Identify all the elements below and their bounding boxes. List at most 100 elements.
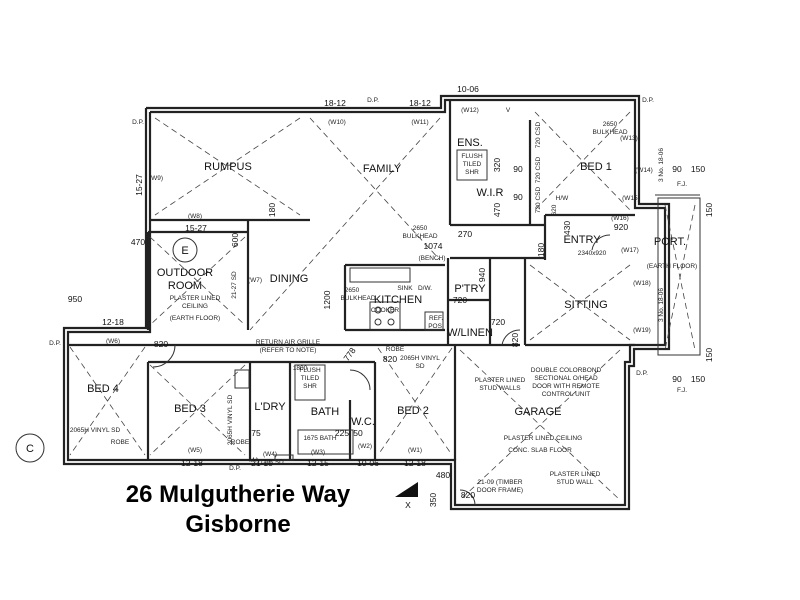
note-vinyl-bed2-2: SD <box>415 363 424 370</box>
dim-1800: 1800 <box>293 365 308 372</box>
note-outdoor-ceiling-1: PLASTER LINED <box>170 295 221 302</box>
note-garage-door-4: CONTROL UNIT <box>542 391 591 398</box>
window-w12: (W12) <box>461 107 479 114</box>
dim-600: 600 <box>230 233 240 247</box>
room-dining: DINING <box>270 273 309 285</box>
note-bath-size: 1675 BATH <box>303 435 336 442</box>
note-bulkhead-bed1-2: BULKHEAD <box>592 129 627 136</box>
dim-720-csd-b: 720 CSD <box>535 157 542 184</box>
dim-150-b: 150 <box>691 374 705 384</box>
dim-90-b: 90 <box>513 192 523 202</box>
marker-dp-5: D.P. <box>229 465 241 472</box>
window-w2: (W2) <box>358 443 372 450</box>
note-shower-1: FLUSH <box>299 367 321 374</box>
room-port: PORT. <box>654 236 686 248</box>
dim-720-csd-a: 720 CSD <box>535 122 542 149</box>
window-w18: (W18) <box>633 280 651 287</box>
room-labels: RUMPUS FAMILY ENS. W.I.R BED 1 OUTDOOR R… <box>87 137 686 428</box>
window-w9: (W9) <box>149 175 163 182</box>
dim-150-c: 150 <box>704 203 714 217</box>
marker-ma: MA <box>249 457 259 464</box>
dim-820-b: 820 <box>383 354 397 364</box>
room-rumpus: RUMPUS <box>204 161 252 173</box>
marker-north-x: X <box>405 500 411 510</box>
note-sink: SINK <box>397 285 413 292</box>
marker-dp-3: D.P. <box>642 97 654 104</box>
dim-90-a: 90 <box>513 164 523 174</box>
window-w11: (W11) <box>411 119 428 126</box>
dim-720-b: 720 <box>491 317 505 327</box>
dim-1200: 1200 <box>322 290 332 309</box>
marker-dp-4: D.P. <box>49 340 61 347</box>
marker-dp-1: D.P. <box>132 119 144 126</box>
dim-3no-18-06-b: 3 No. 18-06 <box>658 288 665 322</box>
note-garage-stud-2: STUD WALL <box>557 479 594 486</box>
room-bed2: BED 2 <box>397 405 429 417</box>
note-robe-2: ROBE <box>111 439 130 446</box>
note-garage-door-2: SECTIONAL O/HEAD <box>534 375 598 382</box>
fixtures <box>15 149 611 506</box>
note-ens-shower-2: TILED <box>463 161 482 168</box>
room-garage: GARAGE <box>514 406 561 418</box>
note-bulkhead-kitchen-2: BULKHEAD <box>402 233 437 240</box>
address-block: 26 Mulgutherie Way Gisborne <box>88 480 388 540</box>
plan-notes: PLASTER LINED CEILING (EARTH FLOOR) (EAR… <box>70 121 697 494</box>
window-w4: (W4) <box>263 451 277 458</box>
window-tags: (W8) (W9) (W10) (W11) (W12) (W13) (W14) … <box>106 107 653 458</box>
dim-180-b: 180 <box>536 243 546 257</box>
dim-12-18-c: 12-18 <box>404 458 426 468</box>
note-garage-walls-1: PLASTER LINED <box>475 377 526 384</box>
dim-18-12-a: 18-12 <box>324 98 346 108</box>
room-outdoor-1: OUTDOOR <box>157 267 213 279</box>
window-w7: (W7) <box>248 277 262 284</box>
marker-fj-2: F.J. <box>677 387 687 394</box>
dim-15-27-b: 15-27 <box>185 223 207 233</box>
room-wlinen: W/LINEN <box>447 327 493 339</box>
dim-820-a: 820 <box>154 339 168 349</box>
note-earth-floor-port: (EARTH FLOOR) <box>647 263 697 270</box>
note-vinyl-bed3: 2065H VINYL SD <box>227 395 234 446</box>
dim-470: 470 <box>131 237 145 247</box>
outer-walls <box>62 94 701 511</box>
marker-fj-1: F.J. <box>677 181 687 188</box>
window-w14: (W14) <box>635 167 653 174</box>
dim-3no-18-06-a: 3 No. 18-06 <box>658 148 665 182</box>
window-w19: (W19) <box>633 327 651 334</box>
dim-950: 950 <box>68 294 82 304</box>
marker-dp-2: D.P. <box>367 97 379 104</box>
note-garage-door-1: DOUBLE COLORBOND <box>531 367 602 374</box>
room-bed1: BED 1 <box>580 161 612 173</box>
marker-dp-6: D.P. <box>636 370 648 377</box>
dim-10-06-b: 10-06 <box>357 458 379 468</box>
dim-12-15: 12-15 <box>307 458 329 468</box>
dim-18-12-b: 18-12 <box>409 98 431 108</box>
dim-225: 225 <box>335 428 349 438</box>
note-timber-door-1: 21-09 (TIMBER <box>477 479 522 486</box>
dim-12-18-a: 12-18 <box>102 317 124 327</box>
note-bench: (BENCH) <box>418 255 445 262</box>
dim-620: 620 <box>551 204 558 215</box>
note-sd-outdoor: 21-27 SD <box>231 271 238 299</box>
dim-940: 940 <box>477 268 487 282</box>
dim-778: 778 <box>341 345 357 363</box>
window-w3: (W3) <box>311 449 325 456</box>
note-shower-2: TILED <box>301 375 320 382</box>
note-outdoor-ceiling-2: CEILING <box>182 303 208 310</box>
note-bulkhead-bench-2: BULKHEAD <box>340 295 375 302</box>
dim-90-c: 90 <box>672 164 682 174</box>
dim-90-d: 90 <box>672 374 682 384</box>
dim-1074: 1074 <box>424 241 443 251</box>
dim-820-d: 820 <box>461 490 475 500</box>
dim-21-15: 21-15 <box>251 458 273 468</box>
plan-markers: D.P. D.P. D.P. D.P. D.P. D.P. E C F.J. F… <box>26 97 687 510</box>
note-ens-shower-1: FLUSH <box>461 153 483 160</box>
dim-720-a: 720 <box>453 295 467 305</box>
note-bulkhead-bed1-1: 2650 <box>603 121 618 128</box>
room-bed4: BED 4 <box>87 383 119 395</box>
note-entry-door: 2340x920 <box>578 250 607 257</box>
dim-430: 430 <box>562 221 572 235</box>
note-earth-floor: (EARTH FLOOR) <box>170 315 220 322</box>
window-w1: (W1) <box>408 447 422 454</box>
room-ptry: P'TRY <box>454 283 486 295</box>
